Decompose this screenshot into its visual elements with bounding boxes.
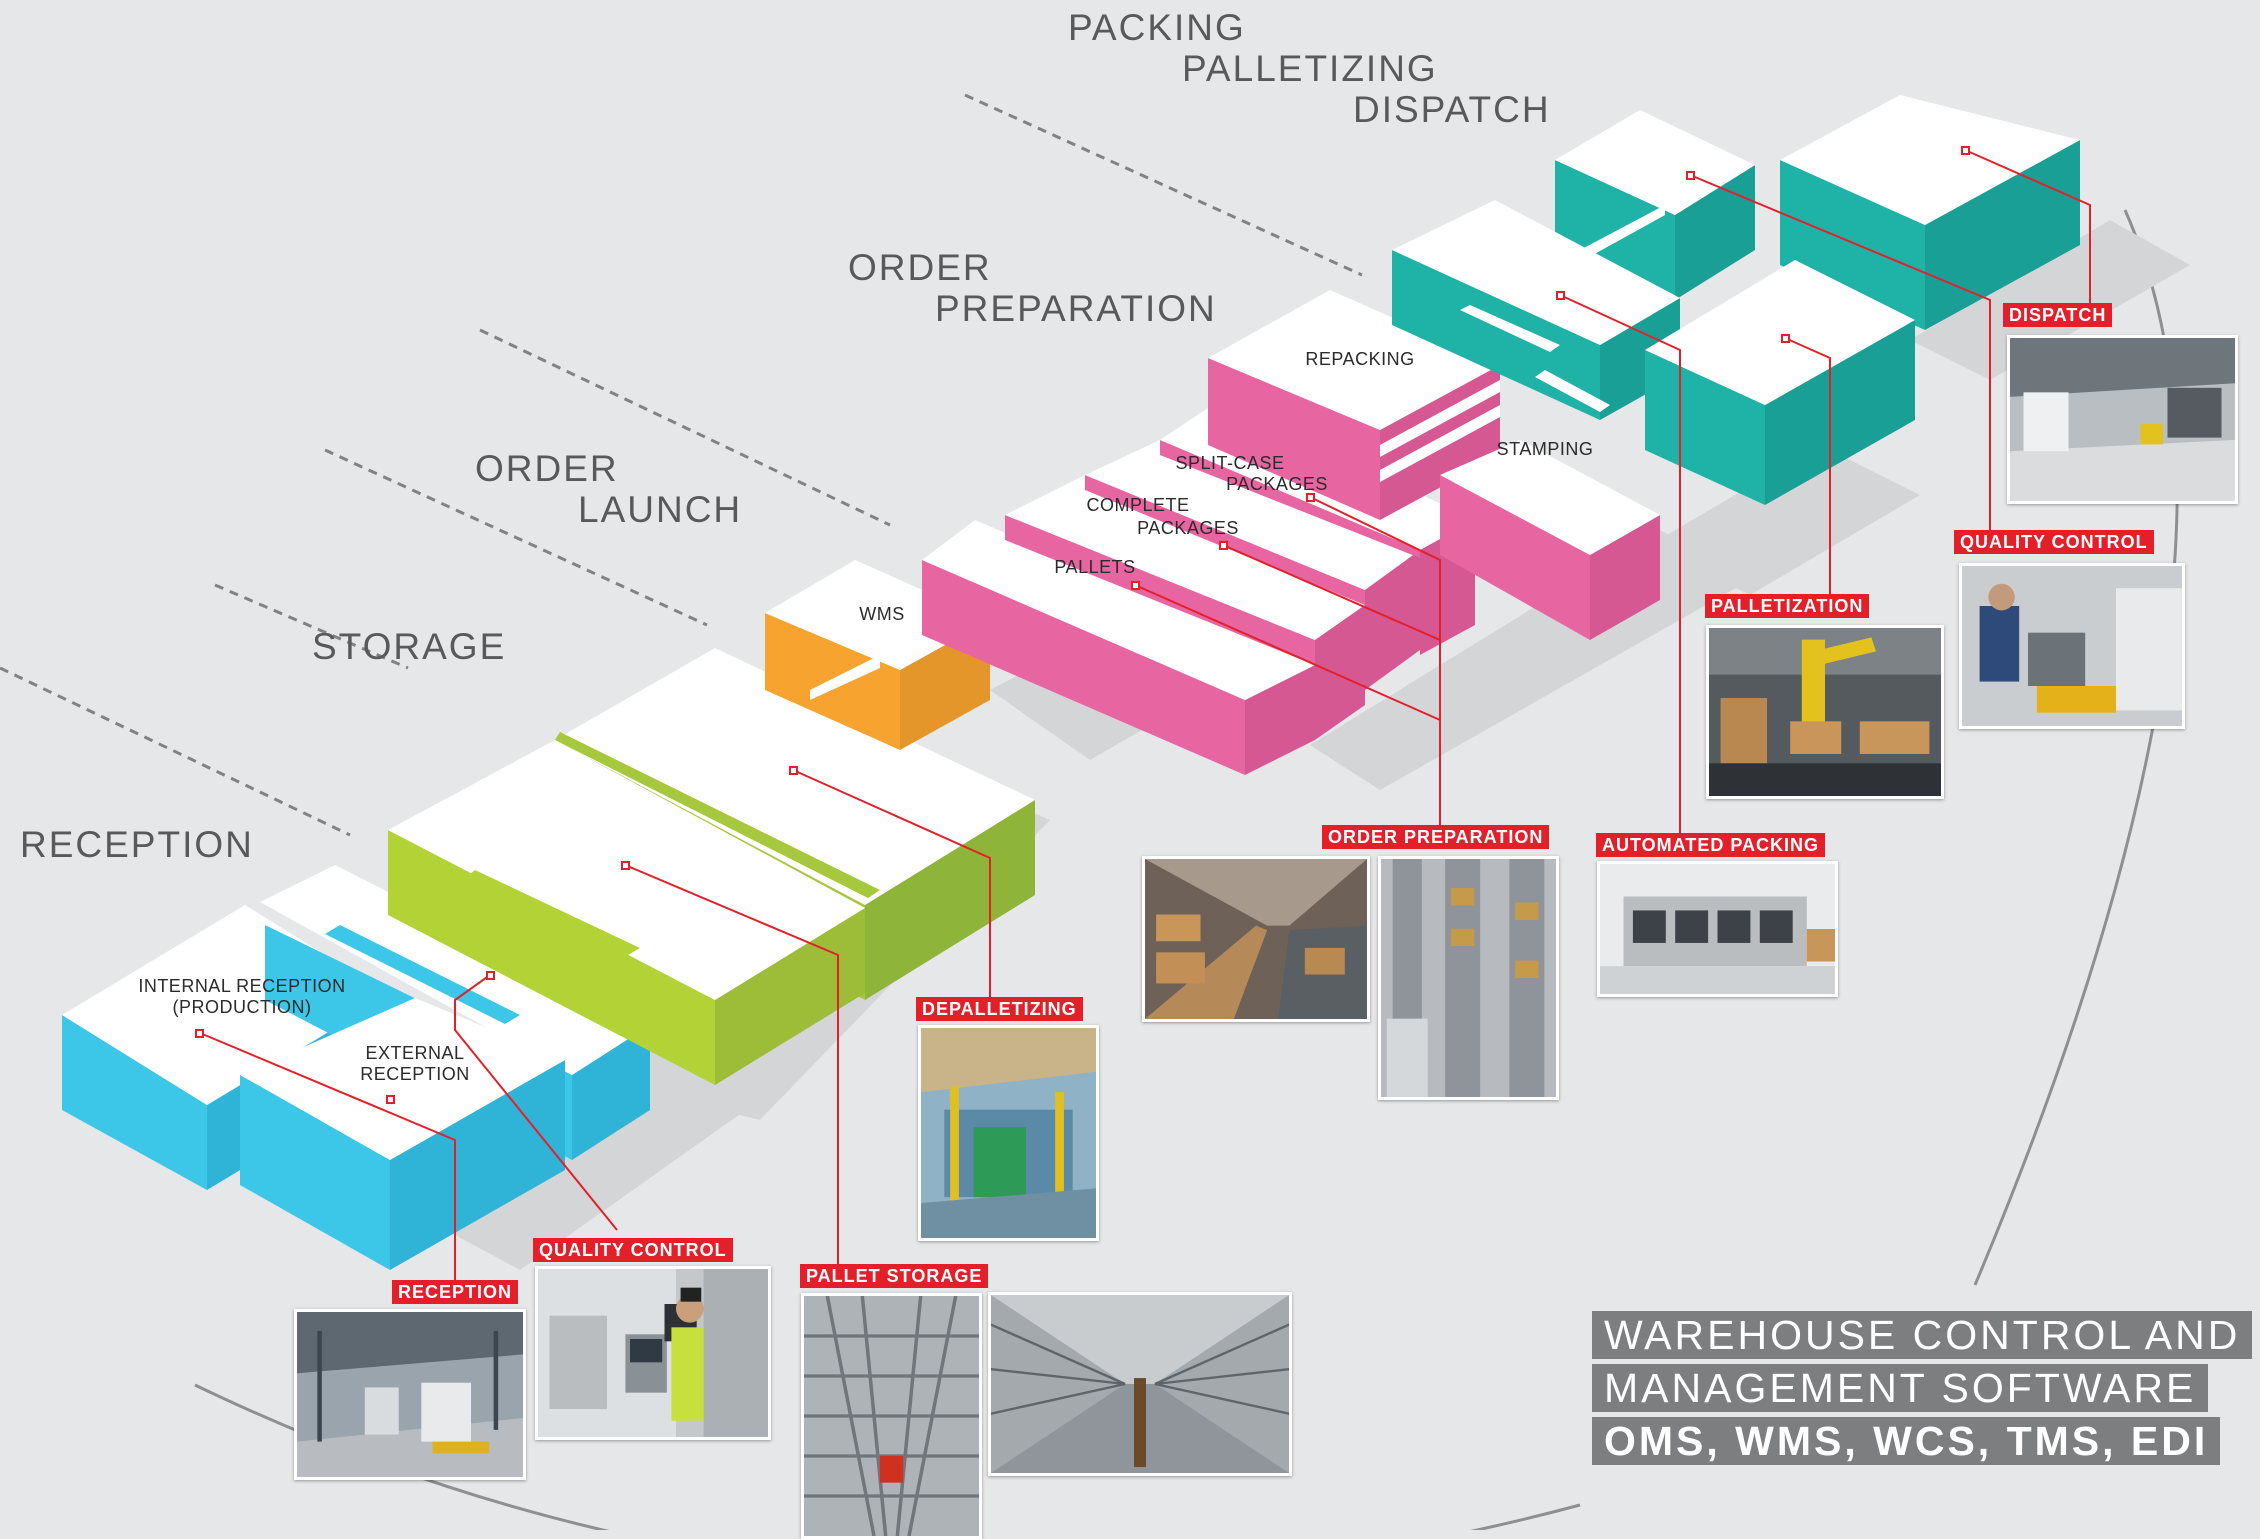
photo-order-preparation-2 xyxy=(1378,856,1559,1100)
tag-depalletizing: DEPALLETIZING xyxy=(916,997,1083,1021)
stage-order-launch-line-2: LAUNCH xyxy=(578,489,743,530)
callout-lines xyxy=(199,149,2091,1280)
tag-dispatch: DISPATCH xyxy=(2003,303,2113,327)
teal-packing-blocks xyxy=(1392,95,2080,505)
pallets-label: PALLETS xyxy=(1054,557,1135,577)
photo-order-preparation-1 xyxy=(1142,856,1370,1022)
internal-reception-label-1: INTERNAL RECEPTION xyxy=(138,976,345,996)
stage-packing-line-1: PACKING xyxy=(1068,7,1246,48)
split-case-packages-label-1: SPLIT-CASE xyxy=(1175,453,1284,473)
external-reception-label-2: RECEPTION xyxy=(360,1064,470,1084)
repacking-label: REPACKING xyxy=(1305,349,1414,369)
callout-dots xyxy=(195,146,1970,1104)
stage-order-preparation-line-2: PREPARATION xyxy=(935,288,1217,329)
photo-quality-control-dispatch xyxy=(1959,563,2185,729)
software-banner-line-1: WAREHOUSE CONTROL AND xyxy=(1592,1311,2253,1359)
external-reception-label-1: EXTERNAL xyxy=(365,1043,464,1063)
internal-reception-label-2: (PRODUCTION) xyxy=(173,997,312,1017)
stamping-block xyxy=(1440,440,1660,640)
repacking-block xyxy=(1208,290,1500,520)
tag-pallet-storage: PALLET STORAGE xyxy=(800,1264,989,1288)
wms-label: WMS xyxy=(859,604,905,624)
software-banner-line-3: OMS, WMS, WCS, TMS, EDI xyxy=(1592,1417,2221,1465)
photo-quality-control-reception xyxy=(535,1266,771,1440)
photo-pallet-storage-1 xyxy=(801,1293,982,1539)
software-banner-line-2: MANAGEMENT SOFTWARE xyxy=(1592,1364,2209,1412)
photo-depalletizing xyxy=(918,1025,1099,1241)
tag-automated-packing: AUTOMATED PACKING xyxy=(1596,833,1825,857)
stage-reception: RECEPTION xyxy=(20,824,254,865)
tag-palletization: PALLETIZATION xyxy=(1705,594,1870,618)
photo-palletization xyxy=(1706,625,1944,799)
tag-quality-control-reception: QUALITY CONTROL xyxy=(533,1238,733,1262)
photo-automated-packing xyxy=(1597,861,1838,997)
software-banner: WAREHOUSE CONTROL AND MANAGEMENT SOFTWAR… xyxy=(1592,1311,2253,1470)
photo-pallet-storage-2 xyxy=(988,1292,1292,1476)
stage-order-launch-line-1: ORDER xyxy=(475,448,619,489)
pink-order-prep-blocks xyxy=(922,400,1475,775)
photo-dispatch xyxy=(2007,335,2238,504)
tag-reception: RECEPTION xyxy=(392,1280,519,1304)
stamping-label: STAMPING xyxy=(1497,439,1594,459)
photo-reception xyxy=(294,1309,526,1480)
split-case-packages-label-2: PACKAGES xyxy=(1226,474,1328,494)
stage-packing-line-3: DISPATCH xyxy=(1353,89,1551,130)
complete-packages-label-2: PACKAGES xyxy=(1137,518,1239,538)
complete-packages-label-1: COMPLETE xyxy=(1086,495,1189,515)
tag-order-preparation: ORDER PREPARATION xyxy=(1322,825,1550,849)
stage-packing-line-2: PALLETIZING xyxy=(1182,48,1438,89)
stage-guide-lines xyxy=(0,93,1363,837)
stage-order-preparation-line-1: ORDER xyxy=(848,247,992,288)
tag-quality-control-dispatch: QUALITY CONTROL xyxy=(1954,530,2154,554)
stage-storage: STORAGE xyxy=(312,626,507,667)
